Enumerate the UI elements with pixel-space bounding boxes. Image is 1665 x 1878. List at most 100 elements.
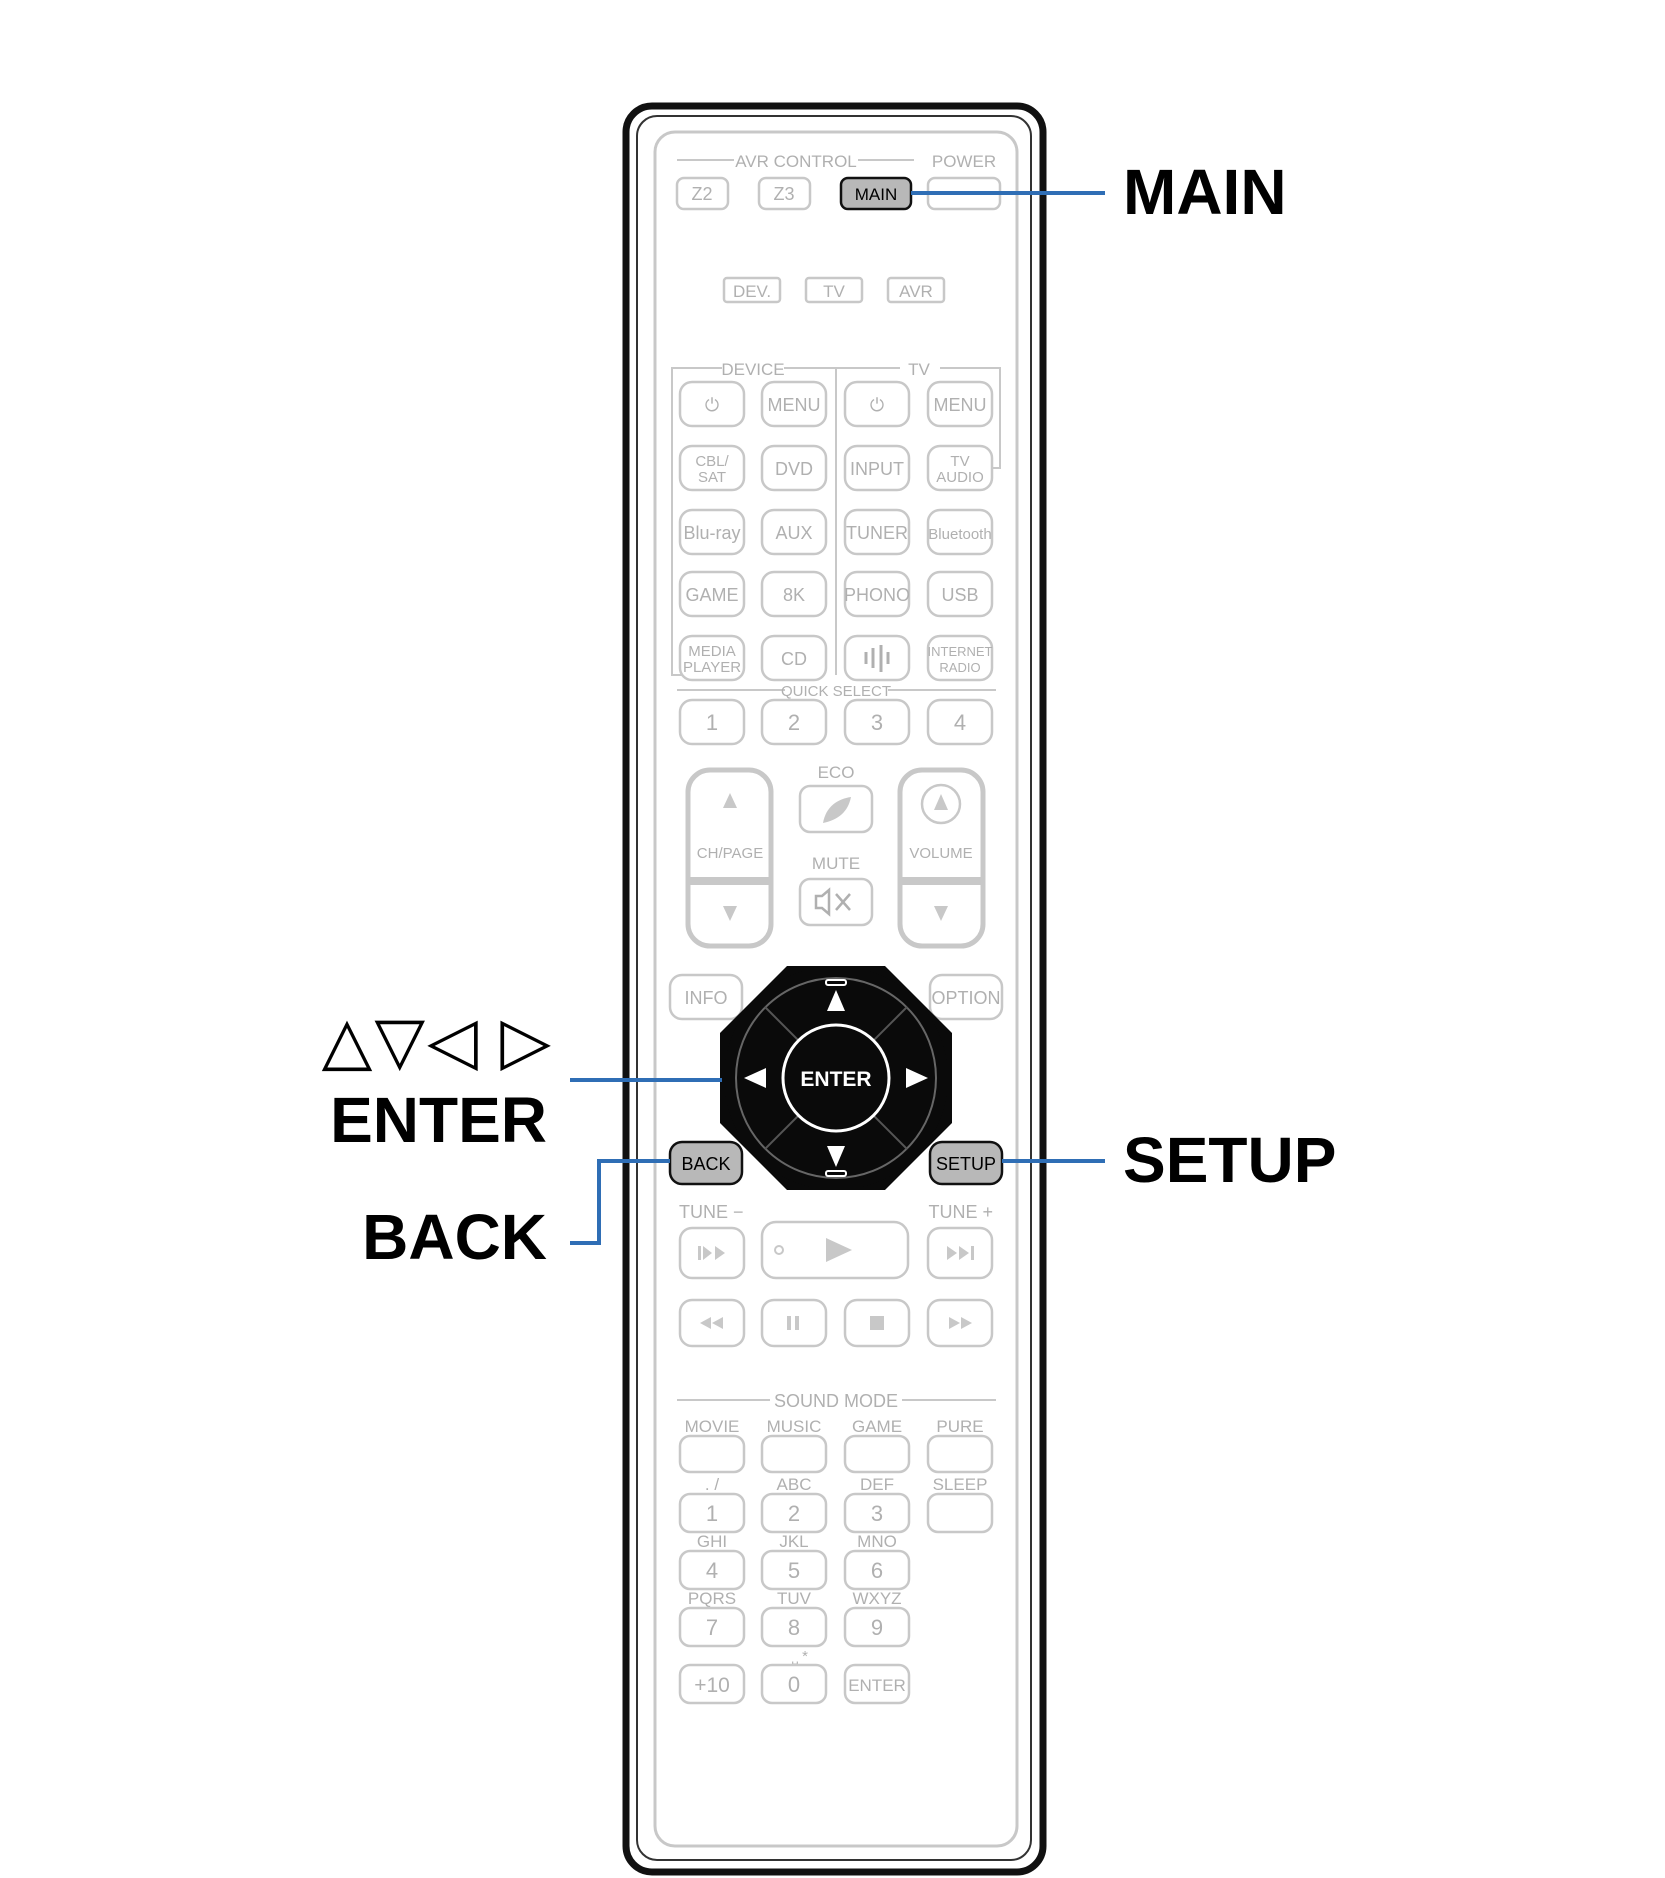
quick-select-4[interactable]: 4 [926,698,994,746]
volume-up-icon [920,783,962,825]
game-mode-button[interactable] [843,1434,911,1474]
num-5-button[interactable]: 5 [760,1549,828,1591]
dpad-up[interactable] [825,979,847,1011]
num-enter-button[interactable]: ENTER [843,1663,911,1705]
option-button[interactable]: OPTION [928,973,1004,1021]
svg-text:PLAYER: PLAYER [683,659,741,676]
quick-select-3[interactable]: 3 [843,698,911,746]
eco-button[interactable] [798,784,874,834]
pure-button[interactable] [926,1434,994,1474]
dev-button[interactable]: DEV. [722,276,782,304]
phono-button[interactable]: PHONO [843,570,911,618]
leaf-icon [823,797,851,823]
num-3-button[interactable]: 3 [843,1492,911,1534]
svg-text:. /: . / [705,1475,719,1494]
aux-button[interactable]: AUX [760,508,828,556]
skip-back-button[interactable] [678,1226,746,1280]
fast-forward-button[interactable] [926,1298,994,1348]
back-callout-label: BACK [362,1201,547,1273]
8k-button[interactable]: 8K [760,570,828,618]
ch-down-arrow-icon [723,906,737,921]
pause-button[interactable] [760,1298,828,1348]
device-power-button[interactable]: ⏻ [678,380,746,428]
quick-select-2[interactable]: 2 [760,698,828,746]
bluetooth-button[interactable]: Bluetooth [926,508,994,556]
tv-menu-button[interactable]: MENU [926,380,994,428]
sleep-button[interactable] [926,1492,994,1534]
info-button[interactable]: INFO [668,973,744,1021]
left-arrow-icon [744,1068,766,1088]
device-menu-button[interactable]: MENU [760,380,828,428]
tv-group-label: TV [908,360,930,379]
cbl-sat-button[interactable]: CBL/SAT [678,444,746,492]
play-button[interactable] [760,1220,910,1280]
avr-button[interactable]: AVR [886,276,946,304]
main-callout-label: MAIN [1123,156,1287,228]
svg-text:MNO: MNO [857,1532,897,1551]
mute-speaker-icon [814,887,851,917]
setup-button[interactable]: SETUP [928,1140,1004,1186]
svg-text:4: 4 [954,710,966,735]
num-6-button[interactable]: 6 [843,1549,911,1591]
number-pad: . / ABC DEF SLEEP 1 2 3 GHI JKL MNO 4 5 … [678,1475,994,1705]
input-button[interactable]: INPUT [843,444,911,492]
tuner-button[interactable]: TUNER [843,508,911,556]
z3-button[interactable]: Z3 [757,176,812,211]
skip-forward-button[interactable] [926,1226,994,1280]
mute-button[interactable] [798,877,874,927]
num-4-button[interactable]: 4 [678,1549,746,1591]
svg-text:⏻: ⏻ [870,395,884,415]
svg-text:RADIO: RADIO [939,660,980,675]
num-1-button[interactable]: 1 [678,1492,746,1534]
ch-page-rocker[interactable]: CH/PAGE [685,767,774,949]
avr-control-section: AVR CONTROL POWER [677,152,996,171]
tv-power-button[interactable]: ⏻ [843,380,911,428]
svg-text:TUV: TUV [777,1589,812,1608]
dot-icon [774,1245,784,1255]
rewind-button[interactable] [678,1298,746,1348]
num-7-button[interactable]: 7 [678,1606,746,1648]
leader-lines [570,191,1105,1245]
ch-up-arrow-icon [723,793,737,808]
dpad-right[interactable] [906,1068,928,1088]
usb-button[interactable]: USB [926,570,994,618]
movie-button[interactable] [678,1434,746,1474]
cd-button[interactable]: CD [760,634,828,682]
main-button[interactable]: MAIN [839,176,913,211]
svg-text:8K: 8K [783,585,805,605]
svg-text:⏻: ⏻ [705,395,719,415]
num-0-button[interactable]: 0 [760,1663,828,1705]
dpad-down[interactable] [825,1146,847,1177]
svg-text:BACK: BACK [681,1154,730,1174]
dpad[interactable]: ENTER [720,966,952,1190]
down-arrow-icon [827,1146,845,1167]
svg-text:WXYZ: WXYZ [852,1589,901,1608]
svg-text:Bluetooth: Bluetooth [928,526,991,543]
num-8-button[interactable]: 8 [760,1606,828,1648]
up-arrow-icon [827,990,845,1011]
enter-button[interactable]: ENTER [781,1023,891,1133]
z2-button[interactable]: Z2 [675,176,730,211]
volume-label: VOLUME [909,845,972,862]
tune-plus-label: TUNE + [928,1202,993,1222]
game-button[interactable]: GAME [678,570,746,618]
num-2-button[interactable]: 2 [760,1492,828,1534]
enter-callout-label: ENTER [330,1084,547,1156]
volume-rocker[interactable]: VOLUME [897,767,986,949]
num-9-button[interactable]: 9 [843,1606,911,1648]
back-button[interactable]: BACK [668,1140,744,1186]
plus10-button[interactable]: +10 [678,1663,746,1705]
tv-button[interactable]: TV [804,276,864,304]
svg-text:ABC: ABC [777,1475,812,1494]
music-button[interactable] [760,1434,828,1474]
bluray-button[interactable]: Blu-ray [678,508,746,556]
device-tv-frames: DEVICE TV [671,360,1001,676]
dvd-button[interactable]: DVD [760,444,828,492]
stop-button[interactable] [843,1298,911,1348]
dpad-left[interactable] [744,1068,766,1088]
heos-button[interactable] [843,634,911,682]
quick-select-1[interactable]: 1 [678,698,746,746]
